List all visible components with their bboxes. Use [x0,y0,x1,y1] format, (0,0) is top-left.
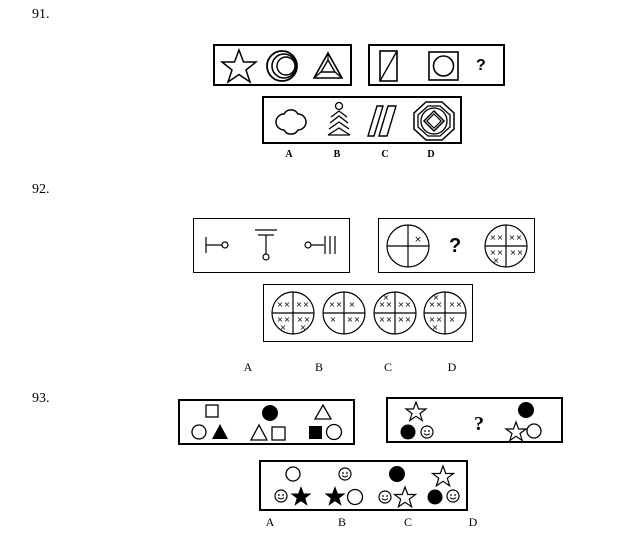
svg-text:×: × [432,323,439,332]
quatrefoil-icon [275,109,307,135]
q93-option-c-label[interactable]: C [403,515,412,529]
q92-option-a-label[interactable]: A [243,360,253,374]
svg-text:×: × [379,300,386,309]
shapes-group-3-icon [309,403,343,441]
option-c-shapes-icon [378,466,418,509]
svg-text:×: × [297,315,304,324]
quartered-circle-many-x-icon: ×× ×× ×× × ×× [484,224,528,268]
svg-text:×: × [509,233,516,242]
option-a-circle-icon: ×× ×× ××× ××× [271,291,315,335]
svg-text:×: × [303,300,310,309]
q93-option-a-label[interactable]: A [265,515,275,529]
q91-options-panel [262,96,462,144]
svg-text:×: × [414,235,422,245]
stacked-chevrons-figure-icon [327,101,351,136]
question-number-93: 93. [32,391,50,406]
svg-text:×: × [429,300,436,309]
svg-text:×: × [517,248,524,257]
svg-text:×: × [398,300,405,309]
svg-text:×: × [449,315,456,324]
q91-question-mark: ? [476,57,486,74]
svg-text:×: × [497,248,504,257]
svg-text:×: × [304,315,311,324]
slashed-rectangle-icon [379,50,398,82]
svg-text:×: × [330,315,337,324]
q92-options-panel: ×× ×× ××× ××× ×× × × ×× ××× ×× ×× ×× [263,284,473,342]
q92-question-mark: ? [449,235,462,257]
svg-text:×: × [354,315,361,324]
svg-text:×: × [277,300,284,309]
q92-option-c-label[interactable]: C [383,360,392,374]
svg-text:×: × [296,300,303,309]
question-number-92: 92. [32,182,50,197]
svg-text:×: × [497,233,504,242]
q91-option-a-label[interactable]: A [285,149,293,160]
svg-text:×: × [347,315,354,324]
q93-row1-panel [178,399,355,445]
dot-star-circle-group-icon [504,402,542,442]
option-c-circle-icon: ××× ×× ×× ×× [373,291,417,335]
q91-row2-panel: ? [368,44,505,86]
q91-option-d-label[interactable]: D [427,149,435,160]
svg-text:×: × [493,256,500,265]
svg-text:×: × [510,248,517,257]
svg-text:×: × [329,300,336,309]
q93-options-panel [259,460,468,511]
option-d-circle-icon: ××× ×× ××× × [423,291,467,335]
star-dot-smiley-group-icon [400,400,434,440]
q91-option-c-label[interactable]: C [381,149,389,160]
svg-text:×: × [349,300,356,309]
q91-row1-panel [213,44,352,86]
star-icon [219,47,259,84]
svg-text:×: × [379,315,386,324]
question-number-91: 91. [32,7,50,22]
quartered-circle-one-x-icon: × [386,224,430,268]
svg-text:×: × [300,323,307,332]
q92-row1-panel [193,218,350,273]
svg-text:×: × [386,300,393,309]
svg-text:×: × [490,248,497,257]
svg-text:×: × [429,315,436,324]
svg-text:×: × [436,315,443,324]
svg-text:×: × [405,300,412,309]
svg-text:×: × [516,233,523,242]
svg-text:×: × [386,315,393,324]
q92-option-d-label[interactable]: D [447,360,457,374]
pin-three-bars-icon [304,236,336,254]
subdivided-triangle-icon [312,51,344,79]
shapes-group-2-icon [249,405,286,441]
q91-option-b-label[interactable]: B [333,149,341,160]
pin-two-bars-icon [255,229,277,261]
svg-text:×: × [433,293,440,302]
q93-question-mark: ? [474,413,484,435]
q93-row2-panel: ? [386,397,563,443]
svg-text:×: × [449,300,456,309]
q93-option-d-label[interactable]: D [468,515,478,529]
option-b-circle-icon: ×× × × ×× [322,291,366,335]
circle-in-square-icon [428,51,459,81]
option-a-shapes-icon [274,466,312,506]
svg-text:×: × [383,293,390,302]
nested-circles-icon [266,50,298,82]
svg-text:×: × [284,315,291,324]
double-parallelogram-icon [367,105,397,137]
svg-text:×: × [490,233,497,242]
option-d-shapes-icon [427,464,460,505]
pin-one-bar-icon [205,237,229,253]
q92-option-b-label[interactable]: B [314,360,323,374]
svg-text:×: × [405,315,412,324]
nested-octagon-icon [413,101,455,141]
shapes-group-1-icon [191,404,228,440]
svg-text:×: × [277,315,284,324]
svg-text:×: × [436,300,443,309]
svg-text:×: × [336,300,343,309]
svg-text:×: × [398,315,405,324]
option-b-shapes-icon [324,467,364,506]
q93-option-b-label[interactable]: B [337,515,346,529]
svg-text:×: × [280,323,287,332]
q92-row2-panel: × ? ×× ×× ×× × ×× [378,218,535,273]
svg-text:×: × [284,300,291,309]
svg-text:×: × [456,300,463,309]
